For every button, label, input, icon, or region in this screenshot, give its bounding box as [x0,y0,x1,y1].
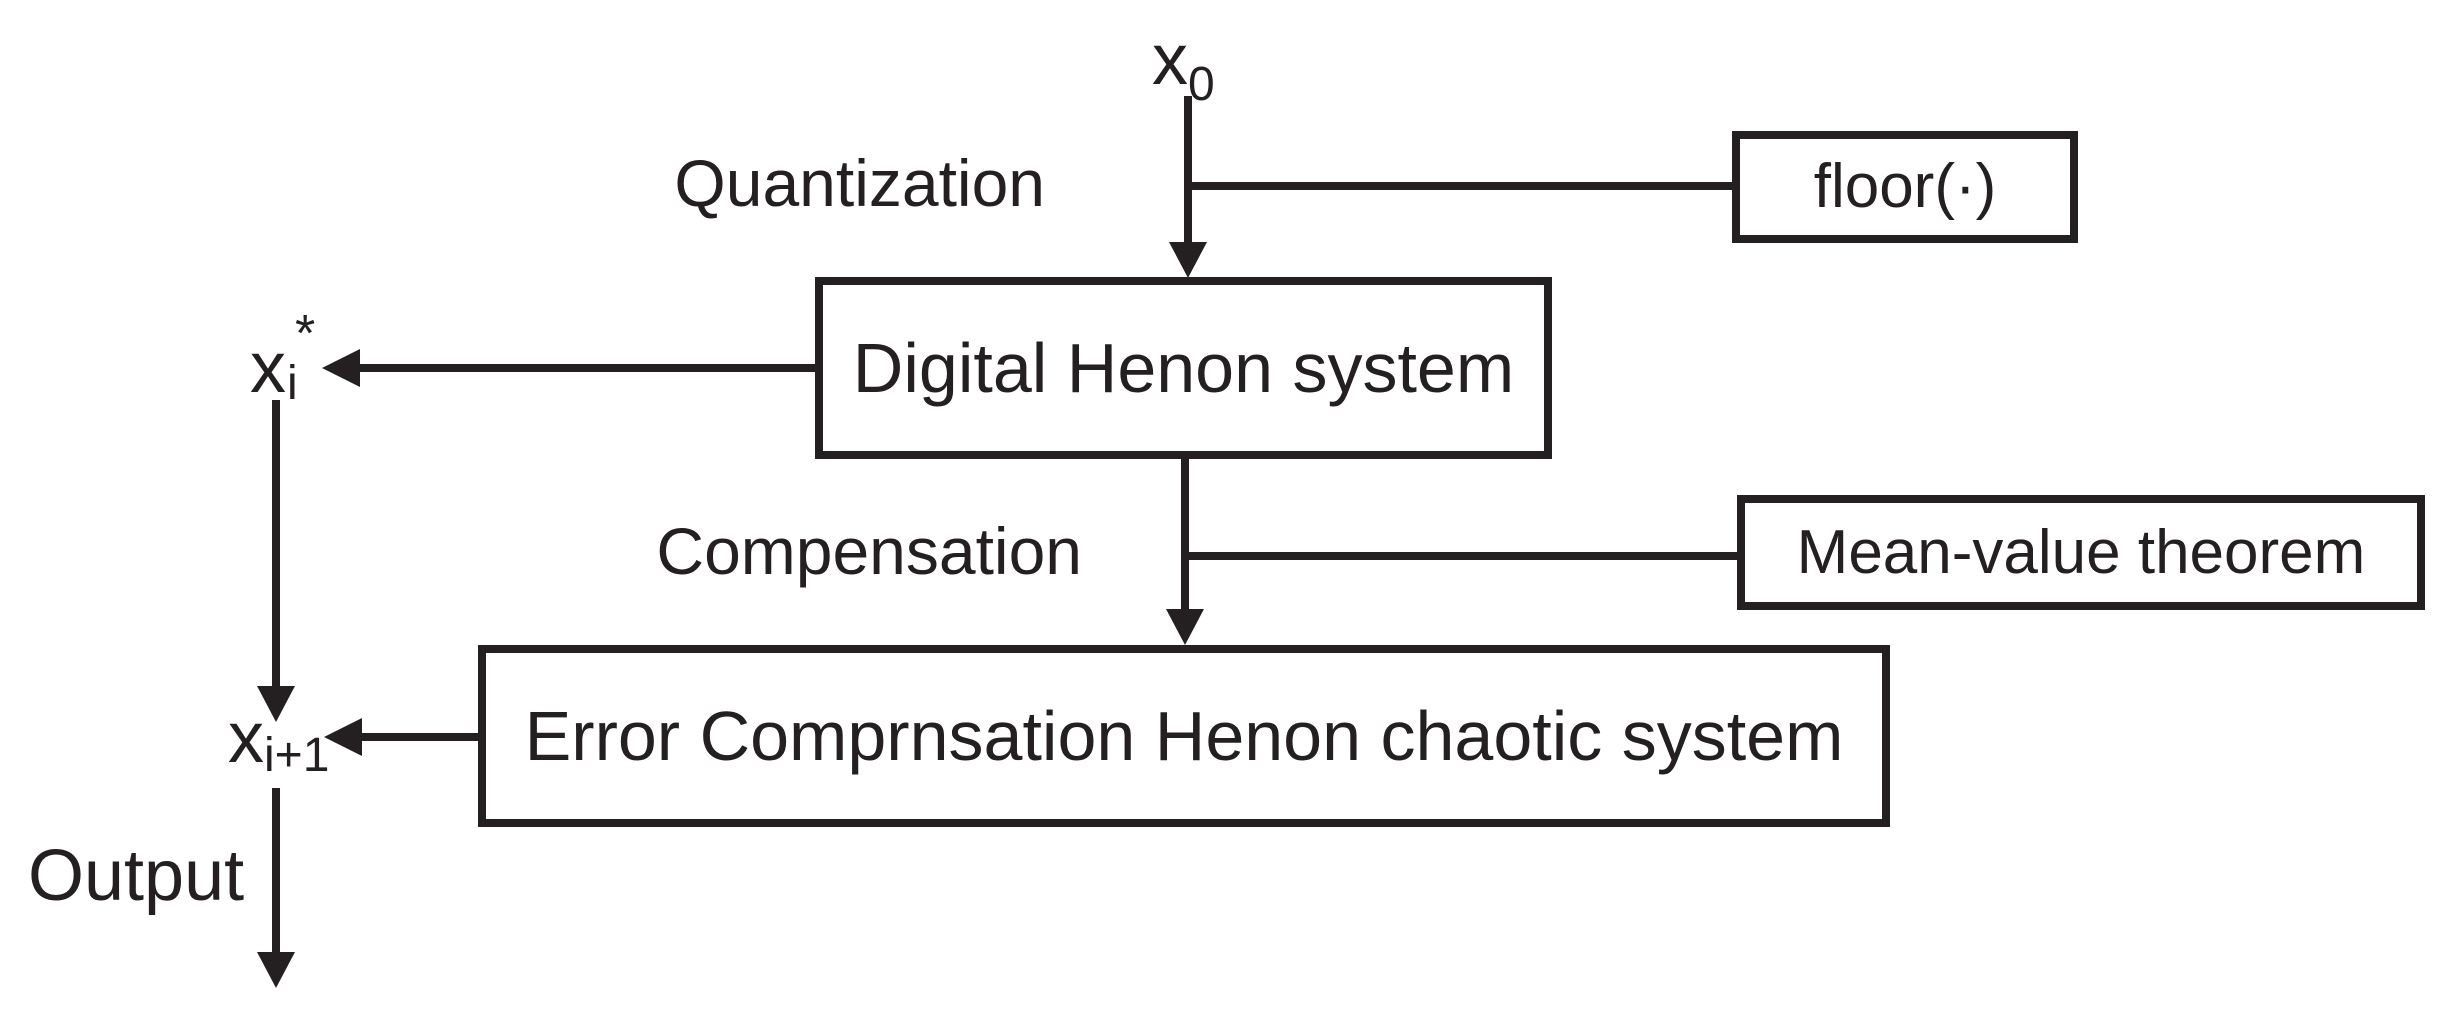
floor-box: floor(·) [1732,131,2078,243]
xi-star-superscript: * [295,305,316,363]
arrowhead-down-icon [1166,609,1204,645]
xi-star-base: x [250,328,286,408]
xi-star-subscript: i [287,357,298,410]
xi-plus-1-subscript: i+1 [264,729,330,782]
digital-henon-system-box: Digital Henon system [815,277,1552,459]
x0-subscript: 0 [1188,58,1215,111]
error-compensation-box: Error Comprnsation Henon chaotic system [478,645,1890,827]
digital-henon-system-label: Digital Henon system [852,329,1515,407]
arrow-digital-henon-to-xi-star [360,364,815,372]
arrow-xi-plus-1-to-output [272,788,280,954]
arrow-x0-to-digital-henon [1184,96,1192,244]
xi-star-label: x i * [250,308,350,408]
quantization-label: Quantization [674,146,1045,220]
arrow-error-box-to-xi-plus-1 [362,733,478,741]
connector-to-mean-value-box [1185,552,1737,560]
x0-base: x [1152,20,1188,100]
output-label: Output [28,836,245,916]
mean-value-theorem-box: Mean-value theorem [1737,495,2425,610]
arrowhead-down-icon [257,686,295,722]
arrow-xi-star-to-xi-plus-1 [272,400,280,688]
arrow-digital-henon-to-error-box [1181,459,1189,609]
floor-box-label: floor(·) [1813,152,1997,221]
xi-plus-1-base: x [228,698,264,778]
connector-to-floor-box [1188,182,1736,190]
arrowhead-left-icon [322,349,360,387]
arrowhead-down-icon [1169,242,1207,278]
error-compensation-label: Error Comprnsation Henon chaotic system [524,697,1844,775]
compensation-label: Compensation [656,514,1082,588]
x0-label: x0 [1152,24,1215,109]
xi-plus-1-label: x i+1 [228,702,348,792]
arrowhead-left-icon [324,718,362,756]
mean-value-theorem-label: Mean-value theorem [1796,517,2366,587]
arrowhead-down-icon [257,952,295,988]
